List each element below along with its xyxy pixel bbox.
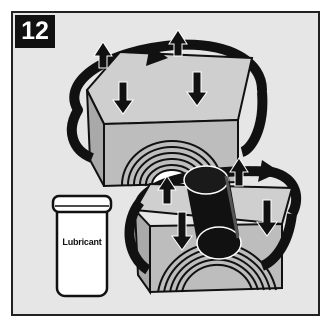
top-foam-block (72, 30, 263, 186)
step-number-badge: 12 (15, 15, 55, 48)
block-top-face (87, 52, 252, 124)
lubricant-label: Lubricant (57, 237, 107, 247)
